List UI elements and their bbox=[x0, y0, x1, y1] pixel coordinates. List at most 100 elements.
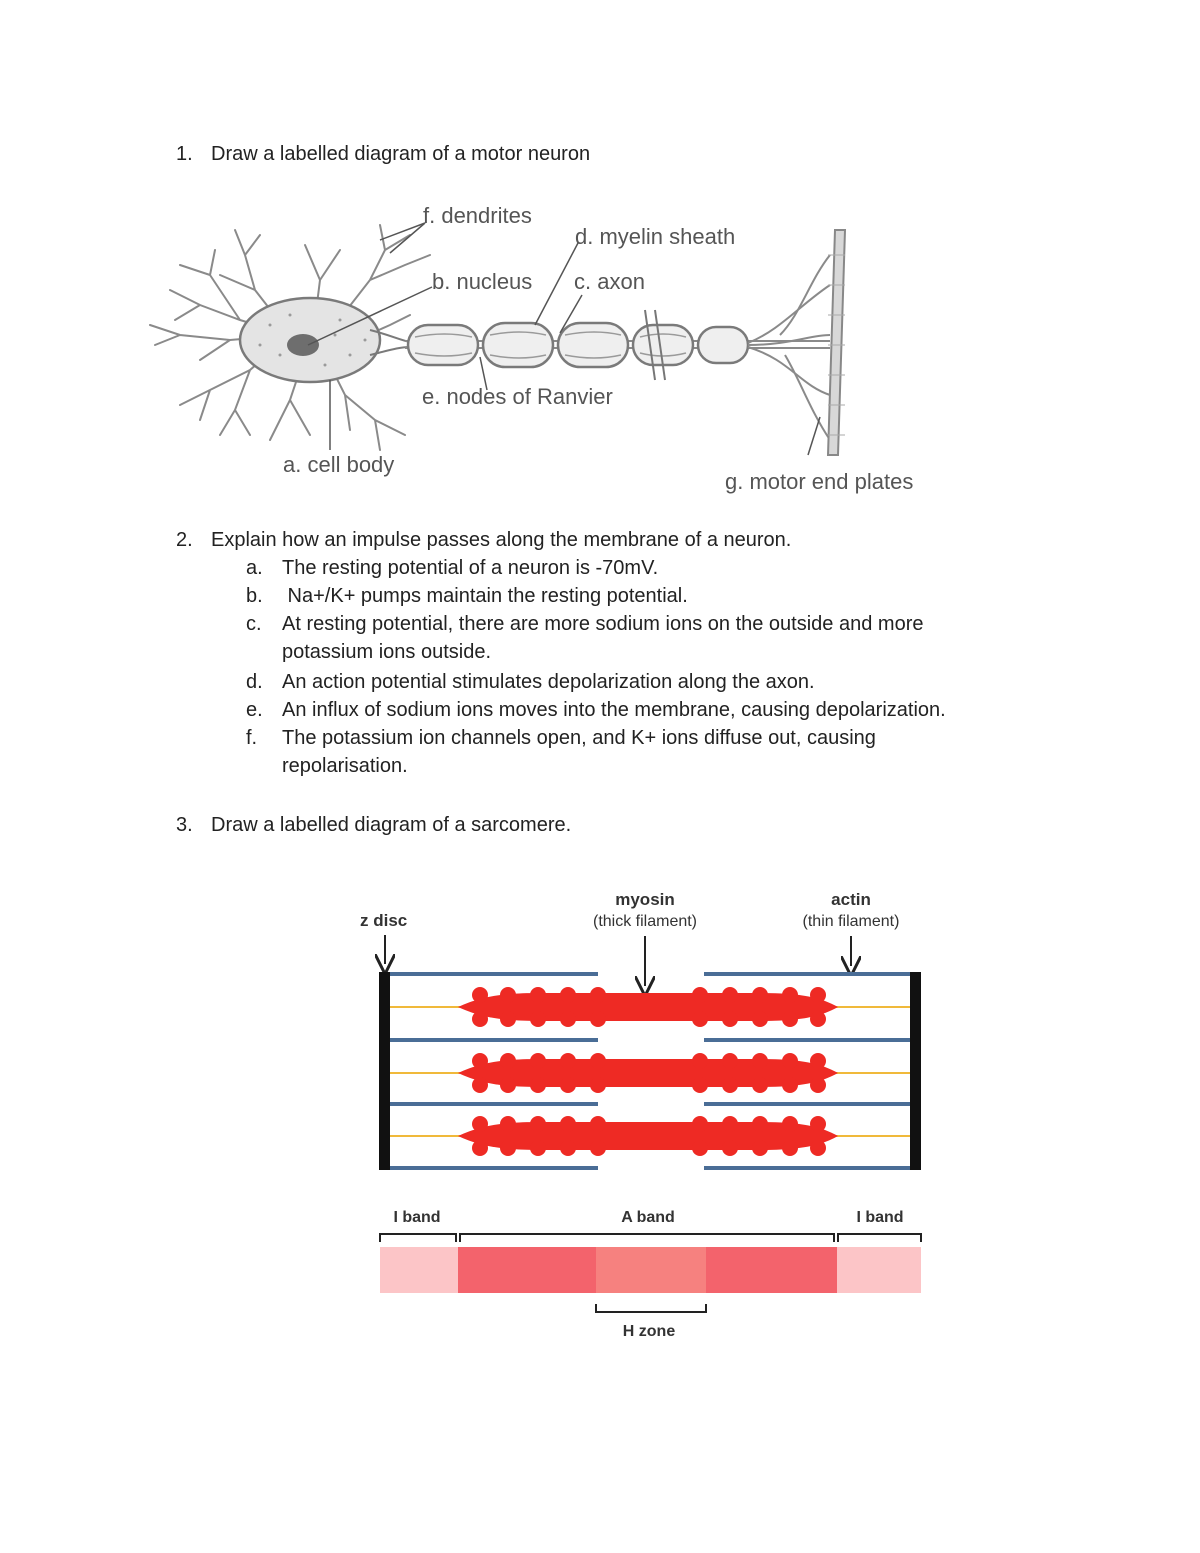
item-letter: a. bbox=[246, 557, 263, 579]
item-text: At resting potential, there are more sod… bbox=[282, 613, 924, 635]
myosin-head bbox=[500, 987, 516, 1003]
myosin-head bbox=[722, 1116, 738, 1132]
i-band-right-label: I band bbox=[856, 1209, 903, 1226]
myosin-head bbox=[472, 1116, 488, 1132]
myosin-filament bbox=[458, 993, 838, 1021]
h-zone-bracket bbox=[595, 1304, 707, 1313]
actin-label: actin bbox=[831, 890, 871, 909]
i-band-left-label: I band bbox=[393, 1209, 440, 1226]
item-text: The resting potential of a neuron is -70… bbox=[282, 557, 659, 579]
myosin-head bbox=[782, 1140, 798, 1156]
myosin-head bbox=[752, 1011, 768, 1027]
myosin-label: myosin bbox=[615, 890, 675, 909]
h-zone-region bbox=[596, 1247, 706, 1293]
item-letter: f. bbox=[246, 727, 258, 749]
myosin-head bbox=[530, 987, 546, 1003]
nodes-of-ranvier-label: e. nodes of Ranvier bbox=[422, 384, 613, 409]
myosin-head bbox=[500, 1011, 516, 1027]
item-letter: e. bbox=[246, 699, 263, 721]
myosin-head bbox=[560, 987, 576, 1003]
myosin-head bbox=[560, 1077, 576, 1093]
myosin-head bbox=[782, 1116, 798, 1132]
i-band-left-region bbox=[380, 1247, 458, 1293]
myosin-head bbox=[722, 1011, 738, 1027]
myosin-head bbox=[530, 1140, 546, 1156]
nucleus-label: b. nucleus bbox=[432, 269, 532, 294]
answer-item-c-continued: potassium ions outside. bbox=[282, 641, 492, 663]
question-text: Draw a labelled diagram of a motor neuro… bbox=[211, 143, 591, 165]
myelin-sheath-label: d. myelin sheath bbox=[575, 224, 735, 249]
myosin-head bbox=[590, 987, 606, 1003]
myosin-head bbox=[810, 987, 826, 1003]
item-text: The potassium ion channels open, and K+ … bbox=[282, 727, 876, 749]
myosin-head bbox=[752, 987, 768, 1003]
myosin-head bbox=[722, 1053, 738, 1069]
a-band-label: A band bbox=[621, 1209, 675, 1226]
myosin-head bbox=[590, 1011, 606, 1027]
myosin-head bbox=[752, 1140, 768, 1156]
cell-body-label: a. cell body bbox=[283, 452, 394, 477]
i-band-left-bracket bbox=[379, 1233, 457, 1242]
myosin-head bbox=[530, 1053, 546, 1069]
myosin-head bbox=[782, 1077, 798, 1093]
dendrites-label: f. dendrites bbox=[423, 203, 532, 228]
motor-neuron-diagram: f. dendrites d. myelin sheath b. nucleus… bbox=[149, 203, 913, 494]
myosin-head bbox=[722, 987, 738, 1003]
myosin-head bbox=[692, 1077, 708, 1093]
myosin-head bbox=[472, 1053, 488, 1069]
myosin-head bbox=[590, 1140, 606, 1156]
myosin-head bbox=[500, 1077, 516, 1093]
question-text: Explain how an impulse passes along the … bbox=[211, 529, 792, 551]
myosin-head bbox=[590, 1116, 606, 1132]
myosin-head bbox=[500, 1140, 516, 1156]
myosin-head bbox=[472, 1011, 488, 1027]
answer-item-f-continued: repolarisation. bbox=[282, 755, 408, 777]
myosin-head bbox=[500, 1053, 516, 1069]
myosin-head bbox=[560, 1116, 576, 1132]
myosin-head bbox=[722, 1077, 738, 1093]
item-letter: b. bbox=[246, 585, 263, 607]
myosin-head bbox=[560, 1053, 576, 1069]
item-letter: d. bbox=[246, 671, 263, 693]
question-number: 3. bbox=[176, 814, 193, 836]
myosin-head bbox=[752, 1116, 768, 1132]
question-text: Draw a labelled diagram of a sarcomere. bbox=[211, 814, 572, 836]
myosin-head bbox=[530, 1011, 546, 1027]
myosin-head bbox=[782, 987, 798, 1003]
h-zone-label: H zone bbox=[623, 1323, 676, 1340]
myosin-head bbox=[810, 1140, 826, 1156]
myosin-head bbox=[782, 1053, 798, 1069]
myosin-head bbox=[692, 1116, 708, 1132]
myosin-head bbox=[692, 1140, 708, 1156]
motor-end-plates-label: g. motor end plates bbox=[725, 469, 913, 494]
myosin-sublabel: (thick filament) bbox=[593, 913, 697, 930]
item-text: An influx of sodium ions moves into the … bbox=[282, 699, 946, 721]
myosin-head bbox=[500, 1116, 516, 1132]
myosin-head bbox=[560, 1140, 576, 1156]
myosin-head bbox=[810, 1053, 826, 1069]
item-text: An action potential stimulates depolariz… bbox=[282, 671, 815, 693]
myosin-head bbox=[722, 1140, 738, 1156]
myosin-head bbox=[472, 1140, 488, 1156]
axon-label: c. axon bbox=[574, 269, 645, 294]
a-band-bracket bbox=[459, 1233, 835, 1242]
z-disc-left bbox=[379, 972, 390, 1170]
myosin-head bbox=[752, 1077, 768, 1093]
myosin-head bbox=[810, 1011, 826, 1027]
item-letter: c. bbox=[246, 613, 262, 635]
myosin-head bbox=[472, 1077, 488, 1093]
a-band-region-left bbox=[458, 1247, 596, 1293]
myosin-head bbox=[810, 1077, 826, 1093]
myosin-head bbox=[692, 1011, 708, 1027]
myosin-head bbox=[530, 1116, 546, 1132]
myosin-head bbox=[590, 1053, 606, 1069]
z-disc-label: z disc bbox=[360, 911, 407, 930]
myosin-head bbox=[692, 1053, 708, 1069]
myosin-head bbox=[590, 1077, 606, 1093]
myosin-head bbox=[472, 987, 488, 1003]
item-text: Na+/K+ pumps maintain the resting potent… bbox=[282, 585, 688, 607]
i-band-right-region bbox=[837, 1247, 921, 1293]
i-band-right-bracket bbox=[837, 1233, 922, 1242]
myosin-head bbox=[782, 1011, 798, 1027]
question-number: 1. bbox=[176, 143, 193, 165]
